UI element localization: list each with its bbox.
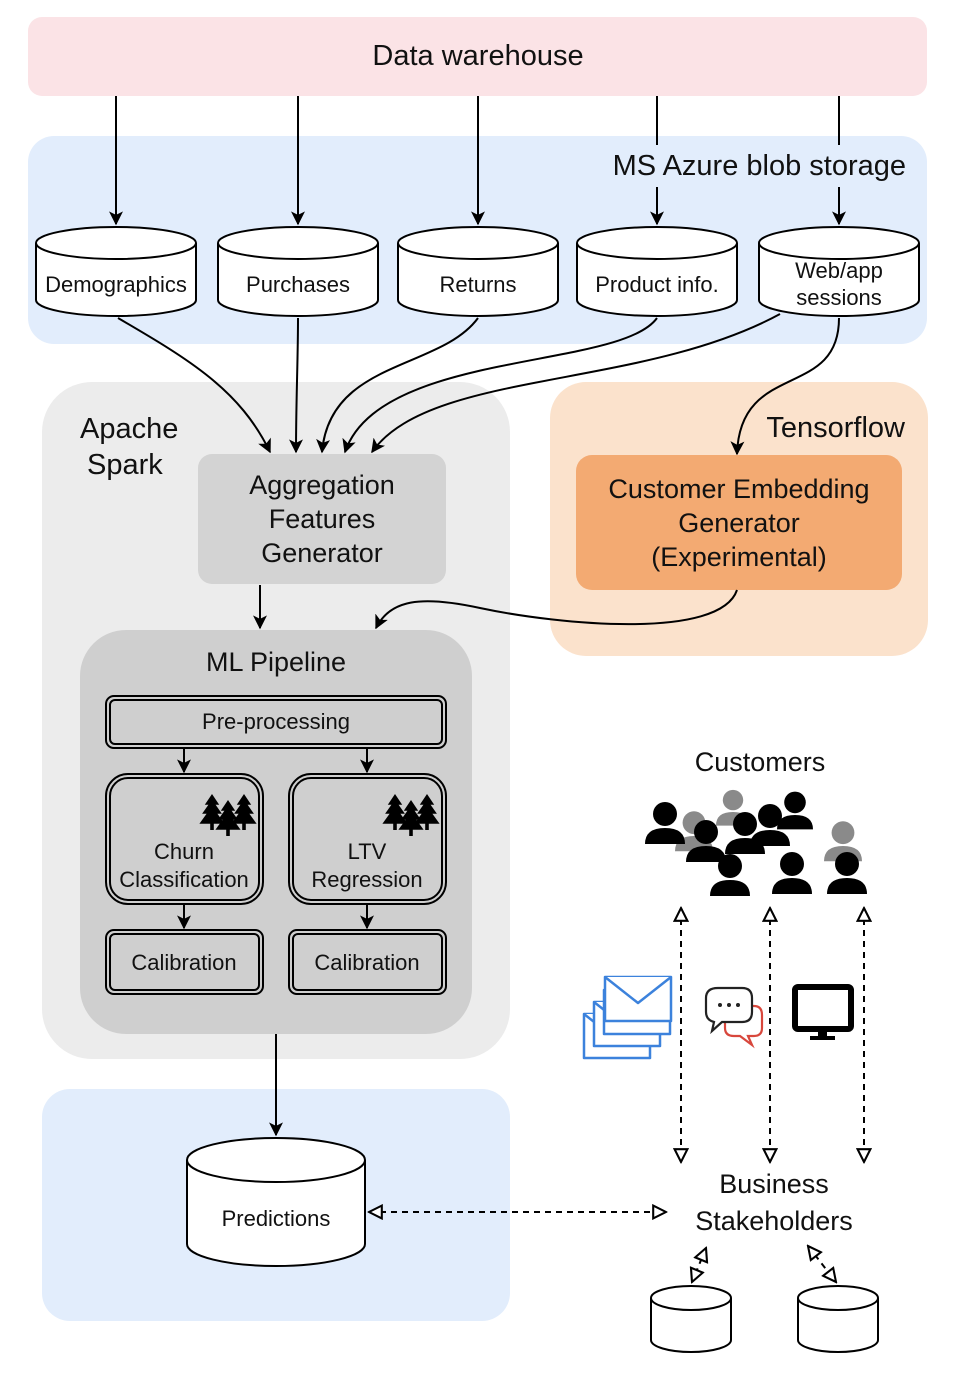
demographics-label: Demographics: [45, 272, 187, 297]
database-icon: [797, 1285, 879, 1353]
ltv-line2: Regression: [311, 867, 422, 892]
returns-cylinder: [397, 226, 559, 317]
chat-icon: [704, 986, 764, 1049]
ml-pipeline-title: ML Pipeline: [206, 647, 346, 677]
embedding-line2: Generator: [678, 508, 800, 538]
predictions-cylinder: [186, 1137, 366, 1267]
aggregation-line1: Aggregation: [249, 470, 395, 500]
customers-label: Customers: [695, 747, 826, 777]
purchases-label: Purchases: [246, 272, 350, 297]
data-warehouse-label: Data warehouse: [372, 40, 583, 72]
preprocessing-box: [105, 695, 447, 749]
purchases-cylinder: [217, 226, 379, 317]
spark-label-line2: Spark: [87, 449, 163, 481]
web-sessions-label-line2: sessions: [796, 285, 882, 310]
aggregation-box: [198, 454, 446, 584]
email-icon: [582, 975, 673, 1060]
churn-line2: Classification: [119, 867, 249, 892]
pipeline-input-arrows: [253, 585, 738, 630]
warehouse-arrows: [109, 96, 846, 226]
product-info-cylinder: [576, 226, 738, 317]
aggregation-line3: Generator: [261, 538, 383, 568]
web-sessions-label-line1: Web/app: [795, 258, 883, 283]
tensorflow-label: Tensorflow: [766, 412, 906, 444]
calibration-left-label: Calibration: [131, 950, 236, 975]
spark-label-line1: Apache: [80, 413, 178, 445]
preprocessing-label: Pre-processing: [202, 709, 350, 734]
calibration-left-box: [105, 929, 264, 995]
stakeholders-line2: Stakeholders: [695, 1206, 853, 1236]
calibration-right-label: Calibration: [314, 950, 419, 975]
web-sessions-cylinder: [758, 226, 920, 317]
people-icon: [645, 789, 867, 896]
stakeholders-line1: Business: [719, 1169, 829, 1199]
returns-label: Returns: [439, 272, 516, 297]
aggregation-line2: Features: [269, 504, 376, 534]
demographics-cylinder: [35, 226, 197, 317]
calibration-right-box: [288, 929, 447, 995]
monitor-icon: [792, 984, 854, 1040]
embedding-box: [576, 455, 902, 590]
embedding-line3: (Experimental): [651, 542, 827, 572]
predictions-label: Predictions: [222, 1206, 331, 1231]
product-info-label: Product info.: [595, 272, 719, 297]
azure-label: MS Azure blob storage: [613, 150, 906, 182]
ltv-line1: LTV: [348, 839, 387, 864]
embedding-line1: Customer Embedding: [608, 474, 869, 504]
data-warehouse-region: [28, 17, 927, 96]
churn-line1: Churn: [154, 839, 214, 864]
database-icon: [650, 1285, 732, 1353]
source-to-aggregation-arrows: [117, 313, 840, 456]
dashed-arrows: [369, 908, 864, 1282]
